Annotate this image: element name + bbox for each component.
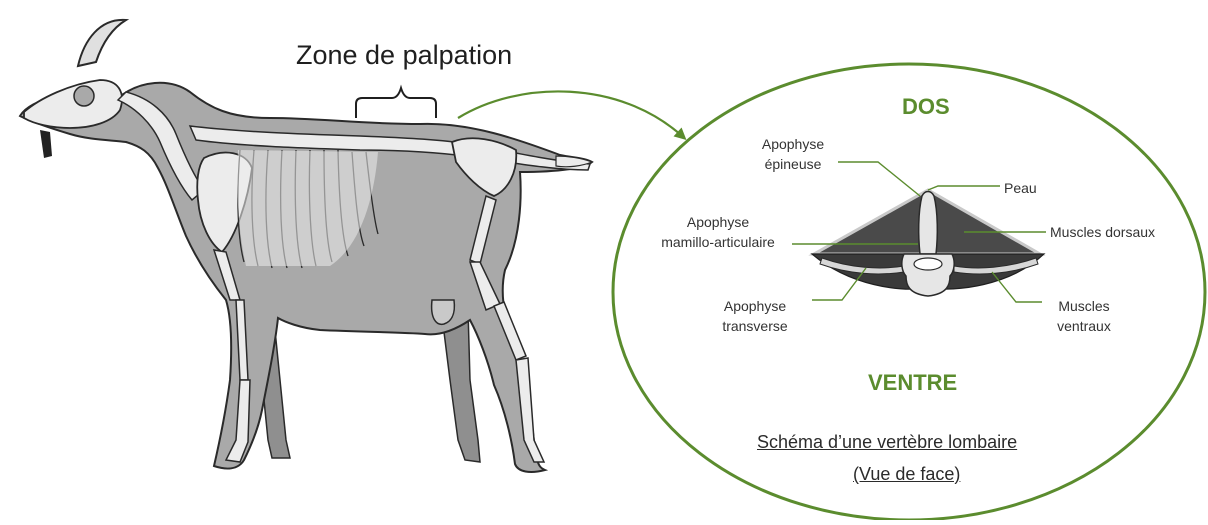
label-line: Apophyse — [748, 134, 838, 154]
dorsal-side-label: DOS — [902, 94, 950, 120]
label-line: transverse — [700, 316, 810, 336]
goat-skull — [24, 80, 122, 128]
label-muscles-dorsaux: Muscles dorsaux — [1050, 222, 1155, 242]
label-apophyse-mamillo: Apophyse mamillo-articulaire — [644, 212, 792, 252]
pointer-arrow — [458, 91, 682, 136]
label-apophyse-epineuse: Apophyse épineuse — [748, 134, 838, 174]
spinous-process — [919, 192, 938, 255]
vertebral-canal — [914, 258, 942, 270]
label-line: Apophyse — [644, 212, 792, 232]
label-apophyse-transverse: Apophyse transverse — [700, 296, 810, 336]
label-line: Muscles — [1044, 296, 1124, 316]
ventral-side-label: VENTRE — [868, 370, 957, 396]
label-peau: Peau — [1004, 178, 1037, 198]
label-line: mamillo-articulaire — [644, 232, 792, 252]
goat-eye-socket — [74, 86, 94, 106]
label-line: Apophyse — [700, 296, 810, 316]
goat-horn — [78, 20, 126, 66]
goat-beard — [40, 130, 52, 158]
schema-subtitle: (Vue de face) — [853, 464, 960, 485]
label-muscles-ventraux: Muscles ventraux — [1044, 296, 1124, 336]
schema-title: Schéma d’une vertèbre lombaire — [757, 432, 1017, 453]
palpation-brace — [356, 88, 436, 118]
palpation-zone-label: Zone de palpation — [296, 40, 512, 71]
label-line: ventraux — [1044, 316, 1124, 336]
label-line: épineuse — [748, 154, 838, 174]
goat-illustration — [20, 20, 592, 472]
